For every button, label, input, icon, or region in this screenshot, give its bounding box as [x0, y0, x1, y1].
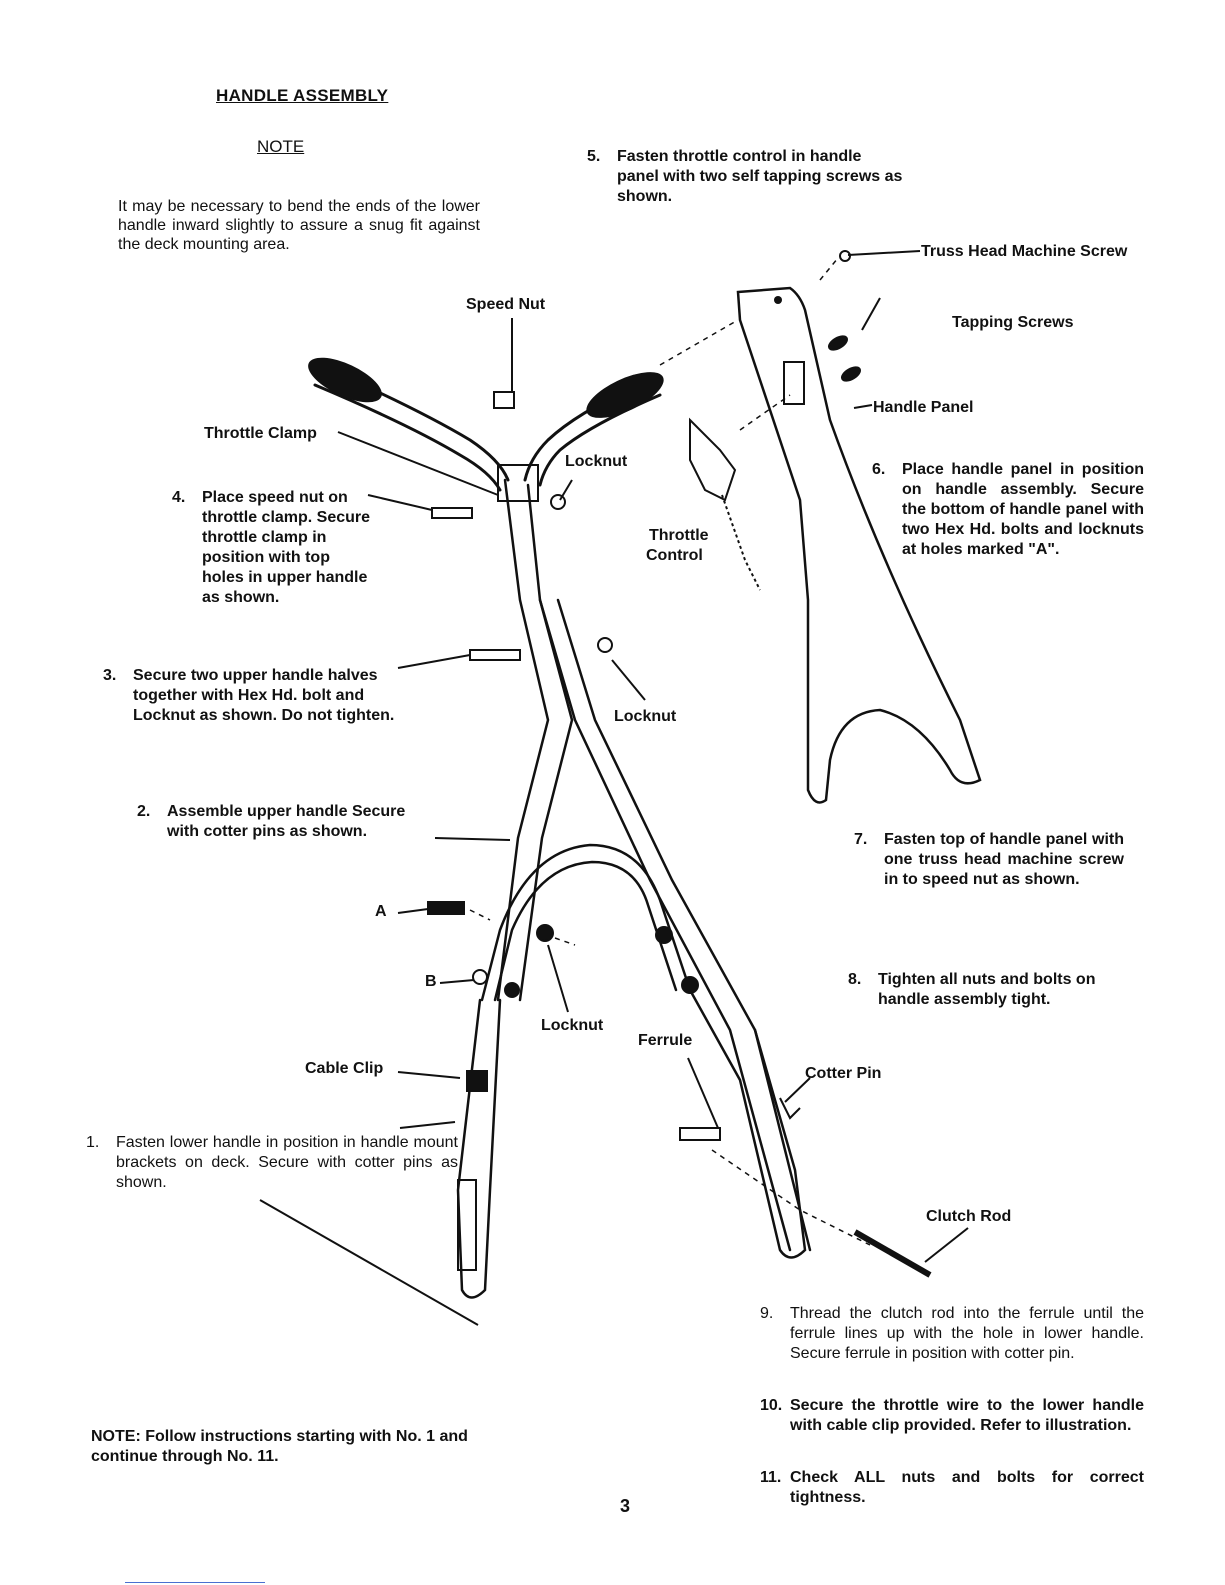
step-number: 4. [172, 489, 186, 506]
note-text: It may be necessary to bend the ends of … [118, 198, 480, 253]
label-throttle-control-line2: Control [646, 547, 703, 564]
bottom-note: NOTE: Follow instructions starting with … [91, 1428, 468, 1465]
label-locknut-top: Locknut [565, 453, 628, 470]
footer-rule [125, 1582, 265, 1583]
label-clutch-rod: Clutch Rod [926, 1208, 1012, 1225]
step-3: 3. Secure two upper handle halves togeth… [103, 666, 403, 726]
page-title: HANDLE ASSEMBLY [216, 86, 389, 105]
step-number: 8. [848, 971, 862, 988]
label-truss-head-screw: Truss Head Machine Screw [921, 243, 1128, 260]
step-8: 8. Tighten all nuts and bolts on handle … [848, 970, 1108, 1010]
step-text: Check ALL nuts and bolts for correct tig… [790, 1469, 1144, 1506]
step-text: Fasten throttle control in handle panel … [617, 148, 903, 205]
step-5: 5. Fasten throttle control in handle pan… [587, 147, 907, 207]
step-number: 11. [760, 1469, 782, 1486]
label-speed-nut: Speed Nut [466, 296, 546, 313]
label-b: B [425, 973, 437, 990]
step-text: Secure two upper handle halves together … [133, 667, 395, 724]
step-6: 6. Place handle panel in position on han… [872, 460, 1144, 560]
label-throttle-clamp: Throttle Clamp [204, 425, 317, 442]
label-tapping-screws: Tapping Screws [952, 314, 1074, 331]
step-text: Secure the throttle wire to the lower ha… [790, 1397, 1144, 1434]
note-heading: NOTE [257, 137, 305, 156]
step-text: Assemble upper handle Secure with cotter… [167, 803, 406, 840]
step-number: 2. [137, 803, 151, 820]
step-number: 3. [103, 667, 117, 684]
step-number: 7. [854, 831, 868, 848]
step-2: 2. Assemble upper handle Secure with cot… [137, 802, 437, 842]
step-text: Fasten lower handle in position in handl… [116, 1134, 458, 1191]
step-number: 9. [760, 1305, 774, 1322]
label-locknut-low: Locknut [541, 1017, 604, 1034]
step-4: 4. Place speed nut on throttle clamp. Se… [172, 488, 372, 608]
step-10: 10. Secure the throttle wire to the lowe… [760, 1396, 1144, 1436]
step-text: Fasten top of handle panel with one trus… [884, 831, 1124, 888]
step-text: Thread the clutch rod into the ferrule u… [790, 1305, 1144, 1362]
step-number: 5. [587, 148, 601, 165]
label-a: A [375, 903, 387, 920]
step-7: 7. Fasten top of handle panel with one t… [854, 830, 1124, 890]
step-1: 1. Fasten lower handle in position in ha… [86, 1133, 458, 1193]
label-locknut-mid: Locknut [614, 708, 677, 725]
step-number: 6. [872, 461, 886, 478]
label-throttle-control-line1: Throttle [649, 527, 709, 544]
step-text: Place handle panel in position on handle… [902, 461, 1144, 558]
step-text: Tighten all nuts and bolts on handle ass… [878, 971, 1096, 1008]
step-11: 11. Check ALL nuts and bolts for correct… [760, 1468, 1144, 1508]
label-cable-clip: Cable Clip [305, 1060, 384, 1077]
step-number: 10. [760, 1397, 783, 1414]
label-handle-panel: Handle Panel [873, 399, 974, 416]
page-number: 3 [620, 1496, 631, 1516]
step-text: Place speed nut on throttle clamp. Secur… [202, 489, 371, 606]
step-9: 9. Thread the clutch rod into the ferrul… [760, 1304, 1144, 1364]
label-ferrule: Ferrule [638, 1032, 693, 1049]
step-number: 1. [86, 1134, 100, 1151]
label-cotter-pin: Cotter Pin [805, 1065, 882, 1082]
